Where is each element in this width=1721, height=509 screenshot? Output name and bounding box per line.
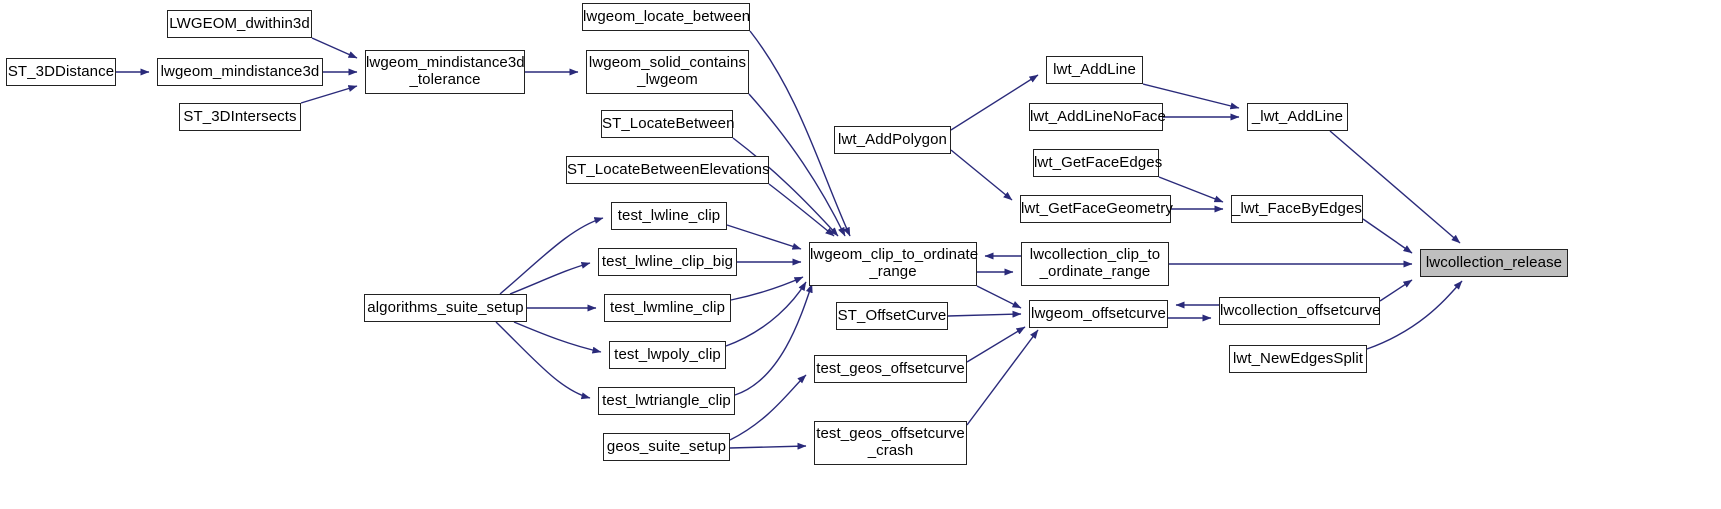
graph-node-label: lwt_AddLineNoFace [1030,107,1166,125]
graph-node-lwgeom_clip_to_ordinate[interactable]: lwgeom_clip_to_ordinate _range [809,242,979,286]
graph-edge-test_lwtriangle_clip-to-lwgeom_clip_to_ordinate [734,283,813,396]
graph-node-st_locatebetweenelev[interactable]: ST_LocateBetweenElevations [566,156,770,184]
graph-node-lwt_newedgessplit[interactable]: lwt_NewEdgesSplit [1229,345,1367,373]
graph-node-label: test_lwtriangle_clip [602,391,731,409]
graph-node-label: ST_LocateBetweenElevations [567,160,770,178]
graph-edge-lwcollection_offsetcurve-to-lwcollection_release [1379,279,1413,302]
graph-node-st_3ddistance[interactable]: ST_3DDistance [6,58,116,86]
graph-edge-algorithms_suite_setup-to-test_lwline_clip [499,217,604,295]
graph-node-label: lwgeom_mindistance3d _tolerance [366,54,525,88]
graph-edge-lwgeom_dwithin3d-to-lwgeom_mindistance3d_tol [311,37,358,59]
graph-edge-test_lwmline_clip-to-lwgeom_clip_to_ordinate [730,276,804,301]
graph-node-label: test_lwmline_clip [609,298,726,316]
graph-node-label: test_geos_offsetcurve [816,359,965,377]
graph-edge-geos_suite_setup-to-test_geos_offsetcurve [729,374,807,441]
graph-edge-st_offsetcurve-to-lwgeom_offsetcurve [947,310,1022,318]
graph-node-test_lwtriangle_clip[interactable]: test_lwtriangle_clip [598,387,735,415]
graph-node-label: lwcollection_release [1425,253,1563,271]
graph-node-lwgeom_locate_between[interactable]: lwgeom_locate_between [582,3,750,31]
graph-node-_lwt_addline[interactable]: _lwt_AddLine [1247,103,1348,131]
graph-edge-algorithms_suite_setup-to-test_lwtriangle_clip [495,321,591,400]
graph-node-st_offsetcurve[interactable]: ST_OffsetCurve [836,302,948,330]
graph-node-lwt_addline[interactable]: lwt_AddLine [1046,56,1143,84]
graph-node-label: algorithms_suite_setup [367,298,524,316]
graph-edge-test_geos_offsetcurve_crash-to-lwgeom_offsetcurve [966,329,1039,426]
graph-node-st_locatebetween[interactable]: ST_LocateBetween [601,110,735,138]
graph-node-lwgeom_offsetcurve[interactable]: lwgeom_offsetcurve [1029,300,1168,328]
graph-edge-st_locatebetweenelev-to-lwgeom_clip_to_ordinate [768,183,835,237]
graph-node-lwgeom_dwithin3d[interactable]: LWGEOM_dwithin3d [167,10,312,38]
graph-node-label: lwgeom_locate_between [583,7,751,25]
graph-edge-test_lwpoly_clip-to-lwgeom_clip_to_ordinate [725,281,807,347]
graph-node-lwt_getfacegeometry[interactable]: lwt_GetFaceGeometry [1020,195,1173,223]
graph-node-geos_suite_setup[interactable]: geos_suite_setup [603,433,730,461]
graph-node-lwt_addlinenoface[interactable]: lwt_AddLineNoFace [1029,103,1166,131]
graph-node-algorithms_suite_setup[interactable]: algorithms_suite_setup [364,294,527,322]
graph-node-label: test_lwline_clip_big [601,252,734,270]
graph-node-label: lwgeom_mindistance3d [160,62,320,80]
graph-edge-algorithms_suite_setup-to-test_lwline_clip_big [509,261,591,295]
graph-node-label: ST_OffsetCurve [837,306,947,324]
graph-node-label: lwt_AddPolygon [838,130,947,148]
graph-node-test_geos_offsetcurve[interactable]: test_geos_offsetcurve [814,355,967,383]
graph-edge-algorithms_suite_setup-to-test_lwpoly_clip [513,321,602,354]
graph-node-test_lwline_clip_big[interactable]: test_lwline_clip_big [598,248,737,276]
graph-edge-_lwt_addline-to-lwcollection_release [1329,130,1461,244]
graph-node-label: test_geos_offsetcurve _crash [816,425,965,459]
graph-node-lwgeom_mindistance3d[interactable]: lwgeom_mindistance3d [157,58,323,86]
graph-node-label: lwt_NewEdgesSplit [1232,349,1364,367]
graph-node-label: _lwt_FaceByEdges [1232,199,1363,217]
graph-edge-lwt_addpolygon-to-lwt_addline [950,74,1039,131]
graph-node-test_lwpoly_clip[interactable]: test_lwpoly_clip [609,341,726,369]
edges-group [116,30,1463,450]
graph-edge-st_3dintersects-to-lwgeom_mindistance3d_tol [300,85,358,104]
graph-node-label: ST_LocateBetween [602,114,735,132]
graph-edge-test_geos_offsetcurve-to-lwgeom_offsetcurve [966,326,1026,363]
graph-node-label: lwcollection_clip_to _ordinate_range [1029,246,1161,280]
graph-node-label: test_lwline_clip [617,206,721,224]
graph-node-label: lwgeom_solid_contains _lwgeom [588,54,747,88]
graph-edge-test_lwline_clip-to-lwgeom_clip_to_ordinate [726,224,802,250]
graph-node-label: test_lwpoly_clip [614,345,721,363]
graph-node-label: _lwt_AddLine [1251,107,1344,125]
graph-node-lwcollection_offsetcurve[interactable]: lwcollection_offsetcurve [1219,297,1380,325]
graph-node-label: lwt_GetFaceGeometry [1021,199,1173,217]
graph-node-label: ST_3DDistance [7,62,115,80]
graph-node-label: lwgeom_clip_to_ordinate _range [810,246,979,280]
graph-node-test_lwmline_clip[interactable]: test_lwmline_clip [604,294,731,322]
graph-edge-lwgeom_clip_to_ordinate-to-lwgeom_offsetcurve [976,285,1022,309]
graph-node-label: lwcollection_offsetcurve [1220,301,1381,319]
graph-node-label: LWGEOM_dwithin3d [169,14,310,32]
graph-node-lwt_addpolygon[interactable]: lwt_AddPolygon [834,126,951,154]
graph-node-label: ST_3DIntersects [183,107,297,125]
graph-node-lwgeom_solid_contains[interactable]: lwgeom_solid_contains _lwgeom [586,50,749,94]
graph-node-label: lwt_AddLine [1053,60,1136,78]
graph-node-st_3dintersects[interactable]: ST_3DIntersects [179,103,301,131]
graph-edge-lwt_addpolygon-to-lwt_getfacegeometry [950,149,1013,201]
graph-edge-geos_suite_setup-to-test_geos_offsetcurve_crash [729,442,807,450]
graph-node-lwgeom_mindistance3d_tol[interactable]: lwgeom_mindistance3d _tolerance [365,50,525,94]
graph-node-label: lwgeom_offsetcurve [1031,304,1166,322]
graph-node-test_lwline_clip[interactable]: test_lwline_clip [611,202,727,230]
graph-node-lwcollection_release[interactable]: lwcollection_release [1420,249,1568,277]
graph-node-lwt_getfaceedges[interactable]: lwt_GetFaceEdges [1033,149,1163,177]
graph-node-_lwt_facebyedges[interactable]: _lwt_FaceByEdges [1231,195,1363,223]
graph-node-label: geos_suite_setup [606,437,727,455]
graph-edge-_lwt_facebyedges-to-lwcollection_release [1362,218,1413,254]
graph-edge-st_locatebetween-to-lwgeom_clip_to_ordinate [732,137,839,237]
graph-node-lwcollection_clip_to[interactable]: lwcollection_clip_to _ordinate_range [1021,242,1169,286]
graph-node-label: lwt_GetFaceEdges [1034,153,1163,171]
graph-node-test_geos_offsetcurve_crash[interactable]: test_geos_offsetcurve _crash [814,421,967,465]
